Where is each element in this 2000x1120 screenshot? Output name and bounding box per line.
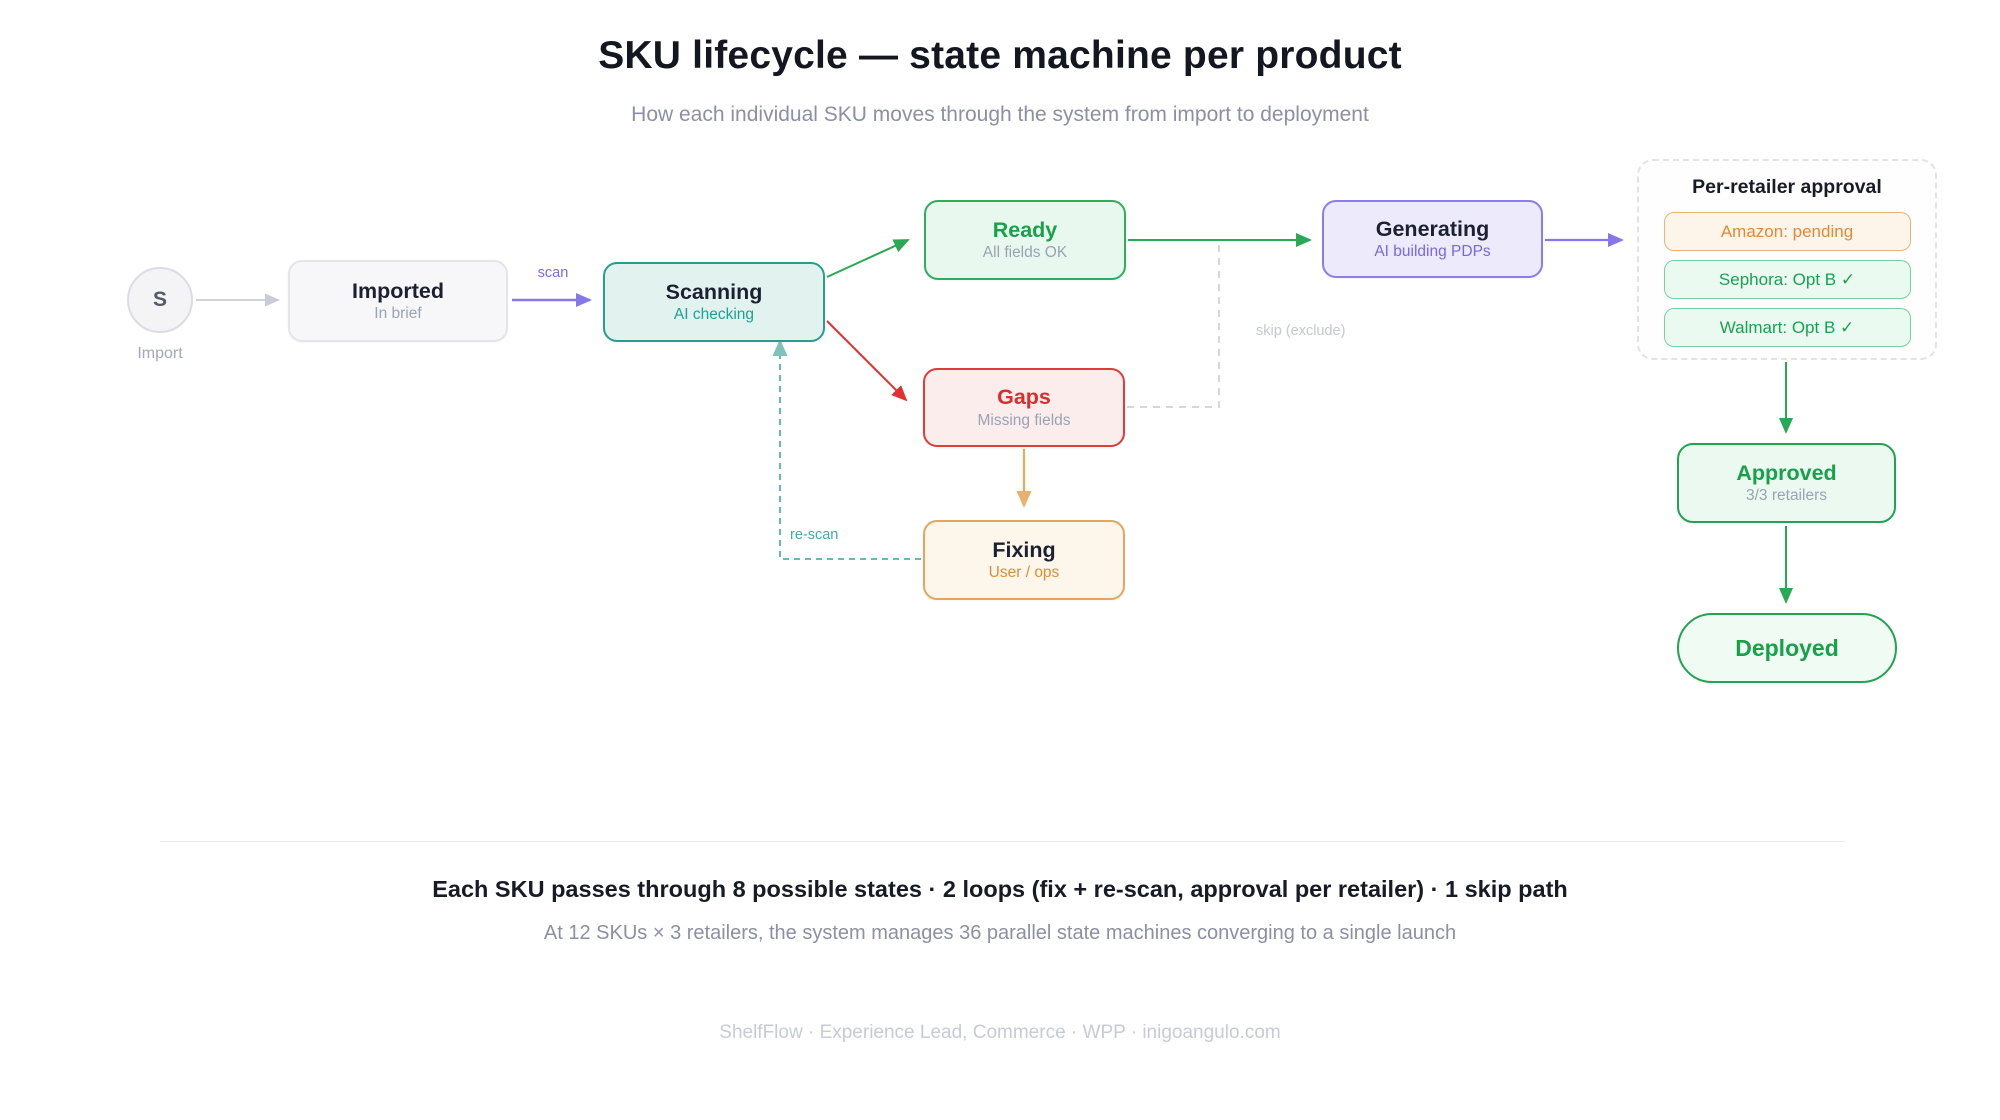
- divider: [160, 841, 1845, 842]
- state-title-generating: Generating: [1375, 216, 1490, 241]
- edge-scanning-to-ready: [826, 239, 910, 278]
- state-title-scanning: Scanning: [665, 279, 763, 304]
- state-node-gaps: Gaps Missing fields: [923, 368, 1125, 447]
- summary-headline: Each SKU passes through 8 possible state…: [432, 876, 1568, 902]
- state-node-fixing: Fixing User / ops: [923, 520, 1125, 600]
- state-node-generating: Generating AI building PDPs: [1322, 200, 1543, 278]
- page-title: SKU lifecycle — state machine per produc…: [598, 34, 1402, 77]
- start-node-label: S: [152, 288, 167, 311]
- state-title-fixing: Fixing: [992, 537, 1056, 562]
- state-subtitle-generating: AI building PDPs: [1374, 243, 1491, 260]
- state-subtitle-gaps: Missing fields: [977, 411, 1071, 429]
- state-title-deployed: Deployed: [1735, 634, 1839, 661]
- state-subtitle-imported: In brief: [374, 305, 422, 322]
- state-title-imported: Imported: [352, 278, 444, 303]
- edge-gaps-skip-path: [1127, 244, 1220, 408]
- state-title-approved: Approved: [1736, 460, 1837, 485]
- retailer-chip-sephora: Sephora: Opt B ✓: [1663, 260, 1911, 299]
- summary-subtext: At 12 SKUs × 3 retailers, the system man…: [543, 922, 1457, 944]
- state-node-deployed: Deployed: [1677, 613, 1897, 683]
- state-title-ready: Ready: [992, 217, 1058, 242]
- start-node: S: [127, 267, 193, 333]
- start-caption: Import: [137, 345, 183, 362]
- state-node-imported: Imported In brief: [288, 260, 508, 342]
- edge-label-skip: skip (exclude): [1256, 323, 1346, 339]
- edge-label-scan: scan: [537, 265, 569, 281]
- state-title-gaps: Gaps: [997, 385, 1051, 409]
- state-node-approved: Approved 3/3 retailers: [1677, 443, 1896, 523]
- retailer-chip-amazon: Amazon: pending: [1663, 212, 1911, 251]
- retailer-approval-panel: Per-retailer approval Amazon: pending Se…: [1637, 159, 1937, 360]
- state-subtitle-scanning: AI checking: [673, 306, 755, 323]
- state-subtitle-ready: All fields OK: [982, 244, 1068, 261]
- state-node-scanning: Scanning AI checking: [603, 262, 825, 342]
- page-subtitle: How each individual SKU moves through th…: [631, 103, 1369, 126]
- retailer-approval-title: Per-retailer approval: [1692, 176, 1882, 198]
- footer-credit: ShelfFlow · Experience Lead, Commerce · …: [719, 1022, 1281, 1043]
- retailer-chip-walmart: Walmart: Opt B ✓: [1663, 308, 1911, 347]
- state-subtitle-fixing: User / ops: [988, 564, 1060, 581]
- edge-scanning-to-gaps: [826, 320, 908, 402]
- edge-label-rescan: re-scan: [790, 527, 839, 543]
- state-node-ready: Ready All fields OK: [924, 200, 1126, 280]
- state-subtitle-approved: 3/3 retailers: [1746, 487, 1827, 504]
